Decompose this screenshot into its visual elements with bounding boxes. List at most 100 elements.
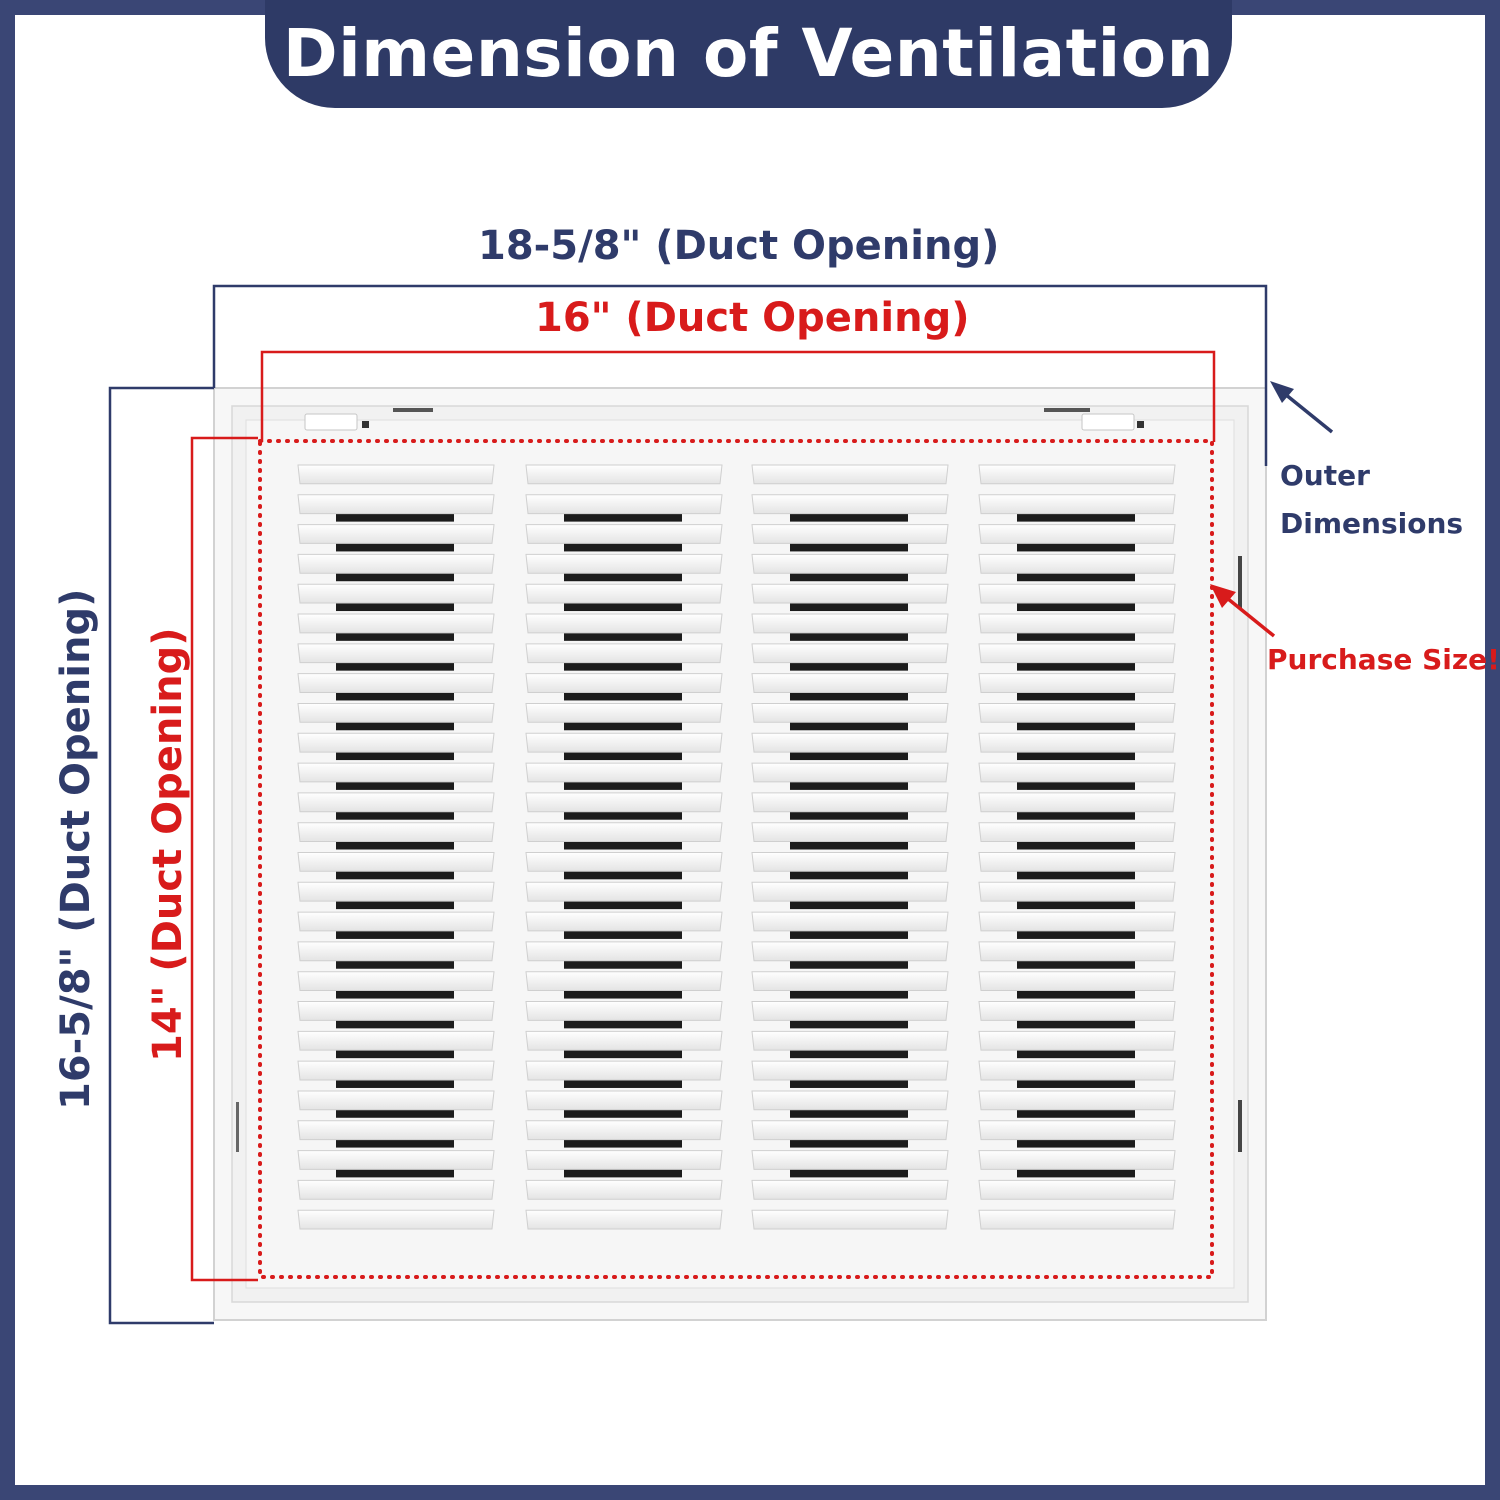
louver-blade [751,911,949,932]
louver-blade [978,792,1176,813]
louver-blade [751,1030,949,1051]
louver-blade [297,1060,495,1081]
louver-blade [751,583,949,604]
louver-blade [751,762,949,783]
louver-gap [790,871,908,880]
louver-gap [336,722,454,731]
louver-gap [790,1109,908,1118]
louver-blade [297,762,495,783]
louver-blade [978,852,1176,872]
louver-blade [751,1120,949,1141]
duct-width-label: 16" (Duct Opening) [535,295,970,341]
louver-blade [751,494,949,515]
louver-blade [525,822,723,842]
louver-gap [564,692,682,701]
louver-blade [978,1120,1176,1141]
louver-blade [297,1001,495,1021]
louver-blade [978,702,1176,723]
louver-gap [1017,930,1135,939]
louver-gap [1017,1169,1135,1178]
outer-height-bracket [108,386,214,1325]
louver-gap [1017,781,1135,790]
louver-gap [790,990,908,999]
duct-width-bracket [260,350,1216,442]
louver-gap [336,930,454,939]
purchase-size-note: Purchase Size! [1267,643,1500,676]
louver-gap [336,1139,454,1148]
latch-right-icon [1044,408,1144,431]
louver-gap [790,662,908,671]
louver-column [297,464,495,1230]
duct-height-bracket [190,436,258,1282]
louver-blade [525,464,723,485]
louver-gap [790,781,908,790]
louver-blade [297,1150,495,1170]
title-banner: Dimension of Ventilation [265,0,1232,108]
louver-blade [751,553,949,574]
louver-blade [978,971,1176,992]
louver-gap [1017,513,1135,522]
louver-blade [297,1209,495,1230]
louver-blade [297,1120,495,1141]
louver-blade [978,643,1176,664]
louver-blade [297,613,495,634]
louver-blade [751,1179,949,1200]
louver-blade [297,792,495,813]
louver-gap [790,841,908,850]
louver-gap [1017,841,1135,850]
louver-blade [297,911,495,932]
louver-blade [978,1060,1176,1081]
louver-gap [564,990,682,999]
louver-blade [525,1090,723,1111]
louver-blade [751,702,949,723]
louver-blade [525,1209,723,1230]
louver-blade [525,941,723,962]
louver-blade [525,553,723,574]
louver-blade [297,702,495,723]
louver-gap [790,1050,908,1059]
louver-gap [336,603,454,612]
louver-blade [978,1090,1176,1111]
louver-gap [790,1169,908,1178]
louver-blade [978,881,1176,902]
outer-width-label: 18-5/8" (Duct Opening) [478,223,1000,269]
louver-gap [336,573,454,582]
louver-blade [978,583,1176,604]
louver-gap [564,1169,682,1178]
louver-blade [751,464,949,485]
louver-blade [297,852,495,872]
louver-blade [525,1150,723,1170]
louver-blade [525,583,723,604]
louver-gap [1017,960,1135,969]
louver-blade [978,553,1176,574]
louver-gap [790,722,908,731]
outer-dimensions-note-line1: Outer [1280,459,1370,492]
louver-gap [1017,603,1135,612]
louver-blade [978,762,1176,783]
louver-blade [525,852,723,872]
duct-height-label: 14" (Duct Opening) [145,627,191,1063]
louver-gap [336,632,454,641]
louver-blade [525,1060,723,1081]
louver-blade [978,1030,1176,1051]
louver-blade [978,732,1176,753]
louver-gap [790,960,908,969]
louver-gap [1017,543,1135,552]
louver-gap [1017,1109,1135,1118]
louver-blade [525,613,723,634]
louver-gap [336,543,454,552]
louver-blade [525,643,723,664]
louver-blade [978,524,1176,544]
louver-gap [564,871,682,880]
louver-blade [978,1001,1176,1021]
louver-gap [1017,1139,1135,1148]
purchase-size-outline [258,439,1214,1279]
louver-blade [751,643,949,664]
louver-blade [525,524,723,544]
louver-gap [790,543,908,552]
louver-gap [790,603,908,612]
louver-gap [1017,1079,1135,1088]
louver-gap [790,752,908,761]
